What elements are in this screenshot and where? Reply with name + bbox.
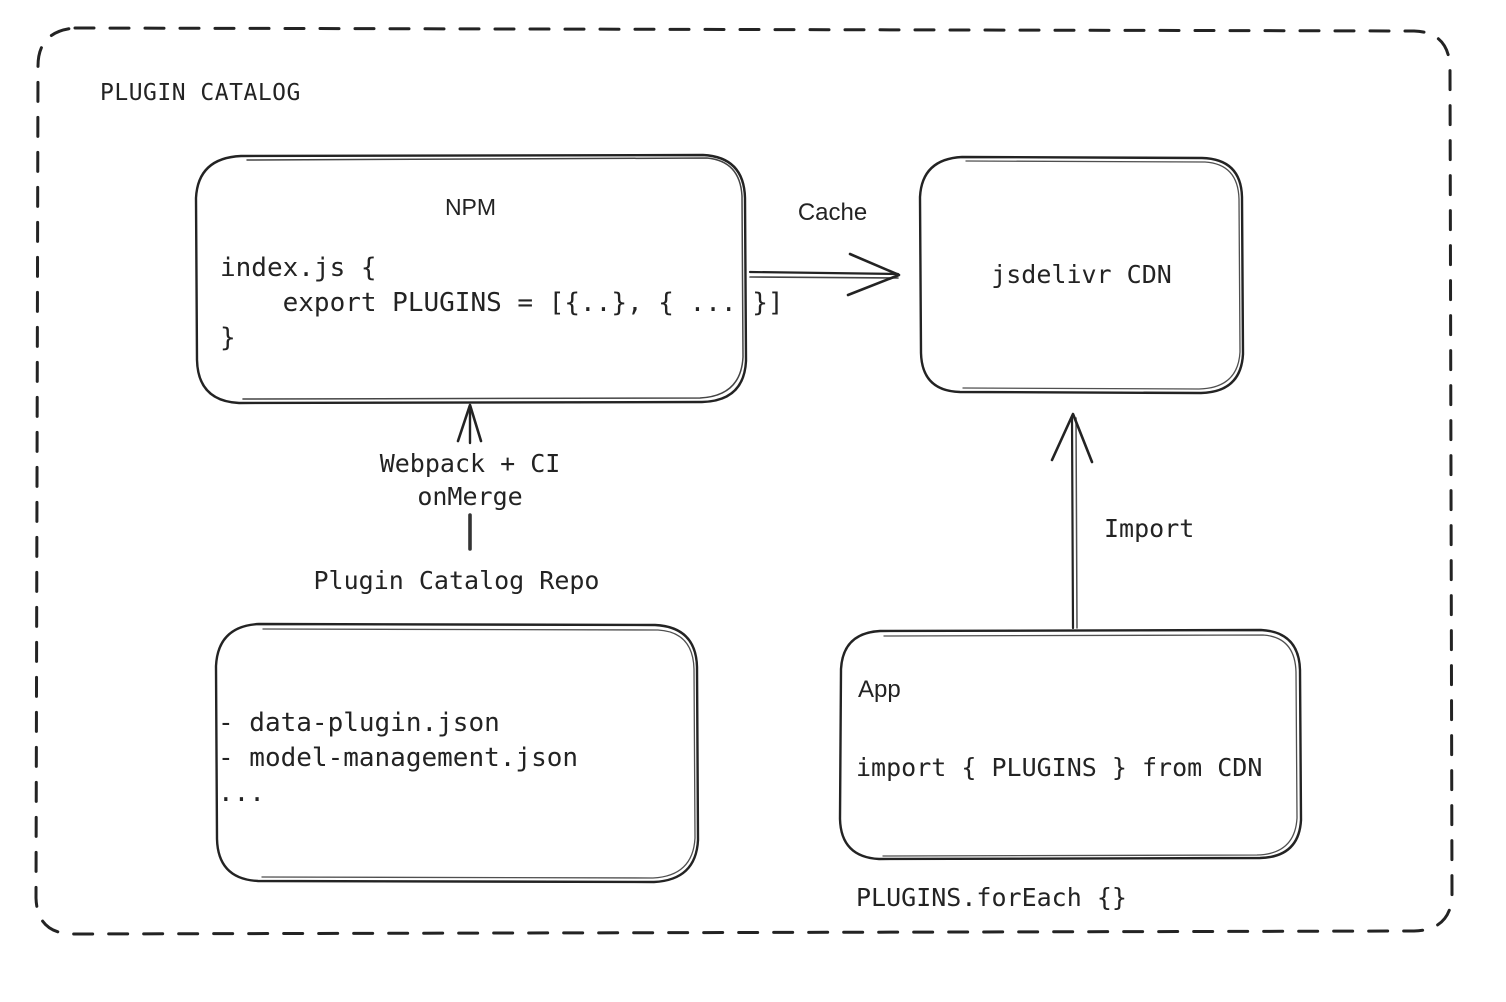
cdn-node-title: jsdelivr CDN (991, 260, 1172, 289)
npm-node-code: index.js { export PLUGINS = [{..}, { ...… (220, 253, 784, 353)
arrow-app-to-cdn (1050, 412, 1094, 630)
repo-node-file-list: - data-plugin.json - model-management.js… (218, 708, 579, 808)
edge-label-webpack-ci: Webpack + CI onMerge (379, 449, 561, 511)
app-node-title: App (858, 676, 901, 703)
app-node-code: import { PLUGINS } from CDN PLUGINS.forE… (856, 753, 1263, 912)
page-title: PLUGIN CATALOG (100, 80, 301, 106)
edge-label-import: Import (1104, 514, 1195, 543)
npm-node-title: NPM (444, 194, 497, 220)
repo-node-caption: Plugin Catalog Repo (313, 566, 600, 595)
edge-label-cache: Cache (797, 199, 868, 226)
